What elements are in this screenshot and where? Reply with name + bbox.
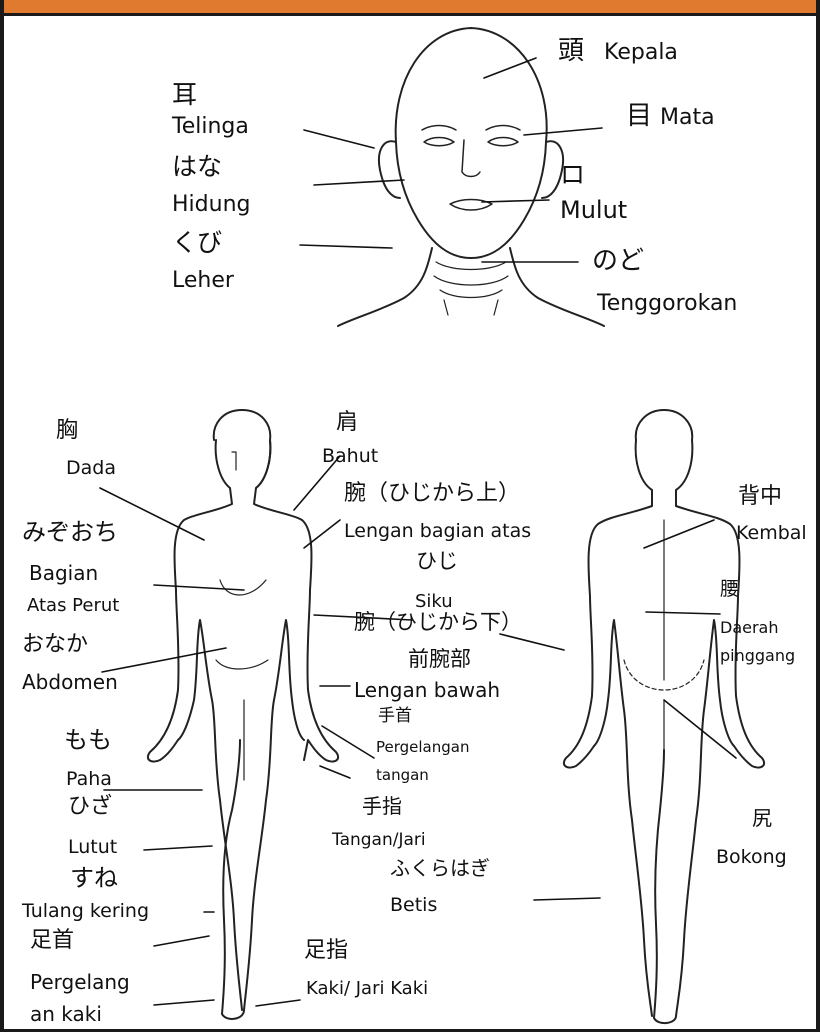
label-bahu-id: Bahut — [322, 447, 378, 466]
label-siku-id: Siku — [415, 593, 453, 611]
label-pergelangan-kaki-id1: Pergelang — [30, 972, 130, 992]
label-mulut-id: Mulut — [560, 198, 627, 222]
label-lengan-bawah-jp1: 腕（ひじから下） — [354, 612, 522, 633]
label-hidung-id: Hidung — [172, 194, 250, 216]
label-ulu-hati-jp: みぞおち — [22, 520, 118, 544]
label-bahu-jp: 肩 — [336, 412, 358, 434]
label-hidung-jp: はな — [172, 154, 222, 179]
label-leher-id: Leher — [172, 270, 234, 292]
label-telinga-jp: 耳 — [172, 82, 197, 107]
label-lutut-id: Lutut — [68, 838, 117, 857]
label-tenggorokan-jp: のど — [592, 248, 644, 274]
label-pinggang-jp: 腰 — [720, 580, 739, 599]
label-pergelangan-tangan-id1: Pergelangan — [376, 740, 469, 755]
label-siku-jp: ひじ — [416, 551, 458, 572]
label-dada-id: Dada — [66, 459, 116, 478]
label-mata-jp: 目 — [626, 103, 652, 129]
label-perut-jp: おなか — [22, 634, 88, 656]
label-jari-tangan-id: Tangan/Jari — [332, 832, 426, 849]
label-paha-id: Paha — [66, 770, 112, 789]
label-tulang-kering-jp: すね — [70, 866, 118, 890]
label-pergelangan-kaki-jp: 足首 — [30, 930, 74, 952]
label-punggung-jp: 背中 — [738, 486, 782, 508]
label-kepala-id: Kepala — [604, 42, 678, 64]
label-tulang-kering-id: Tulang kering — [22, 902, 149, 921]
label-betis-jp: ふくらはぎ — [390, 858, 490, 878]
label-paha-jp: もも — [64, 728, 112, 752]
label-tenggorokan-id: Tenggorokan — [597, 293, 737, 315]
label-bokong-id: Bokong — [716, 848, 787, 867]
label-pergelangan-tangan-id2: tangan — [376, 768, 429, 783]
front-body-drawing — [148, 410, 338, 1019]
label-jari-kaki-id: Kaki/ Jari Kaki — [306, 980, 428, 998]
label-kepala-jp: 頭 — [558, 38, 584, 64]
label-mulut-jp: ロ — [560, 162, 585, 187]
label-lengan-atas-jp: 腕（ひじから上） — [344, 483, 520, 505]
label-mata-id: Mata — [660, 107, 715, 129]
label-lengan-bawah-jp2: 前腕部 — [408, 649, 471, 670]
label-betis-id: Betis — [390, 896, 437, 915]
label-telinga-id: Telinga — [172, 116, 249, 138]
back-body-drawing — [564, 410, 764, 1023]
label-ulu-hati-id2: Atas Perut — [27, 597, 119, 615]
label-bokong-jp: 尻 — [752, 808, 772, 828]
label-lutut-jp: ひざ — [68, 796, 112, 818]
label-punggung-id: Kembal — [736, 524, 807, 543]
label-pinggang-id1: Daerah — [720, 620, 779, 636]
label-pinggang-id2: pinggang — [720, 648, 795, 664]
label-lengan-atas-id: Lengan bagian atas — [344, 522, 531, 541]
label-dada-jp: 胸 — [56, 420, 78, 442]
label-jari-kaki-jp: 足指 — [304, 940, 348, 962]
label-ulu-hati-id1: Bagian — [29, 563, 98, 583]
label-pergelangan-tangan-jp: 手首 — [378, 708, 412, 725]
label-leher-jp: くび — [172, 230, 222, 255]
label-jari-tangan-jp: 手指 — [362, 796, 402, 816]
label-lengan-bawah-id: Lengan bawah — [354, 680, 500, 700]
label-perut-id: Abdomen — [22, 672, 118, 692]
label-pergelangan-kaki-id2: an kaki — [30, 1004, 102, 1024]
